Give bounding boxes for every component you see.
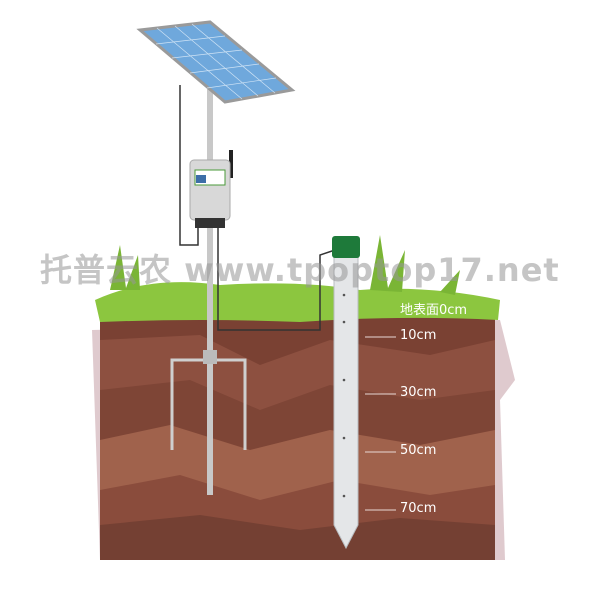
depth-label-70cm: 70cm [400,501,437,516]
tube-probe [333,254,359,550]
probe-cap [332,236,360,258]
pole [207,85,213,495]
probe-cable [217,225,336,331]
probe-sensor-points [342,293,346,498]
grass-blades [110,235,460,295]
depth-label-10cm: 10cm [400,328,437,343]
antenna [229,150,233,178]
watermark: 托普云农 www.tpoptop17.net [40,251,560,289]
depth-label-surface: 地表面0cm [400,303,468,318]
solar-panel [136,20,296,104]
grass-surface [95,282,500,322]
caption: 标配四层土壤温度和土壤水分管式传感器 [155,565,444,584]
depth-ticks [365,336,396,511]
logger-screen-logo [196,175,206,183]
logger-connectors [195,218,225,228]
panel-cable [179,85,199,246]
depth-label-50cm: 50cm [400,443,437,458]
depth-label-30cm: 30cm [400,385,437,400]
solar-panel-grid [155,23,277,100]
soil-layer-6 [100,515,495,560]
fork-sensor-clamp [203,350,217,364]
data-logger [189,159,231,221]
